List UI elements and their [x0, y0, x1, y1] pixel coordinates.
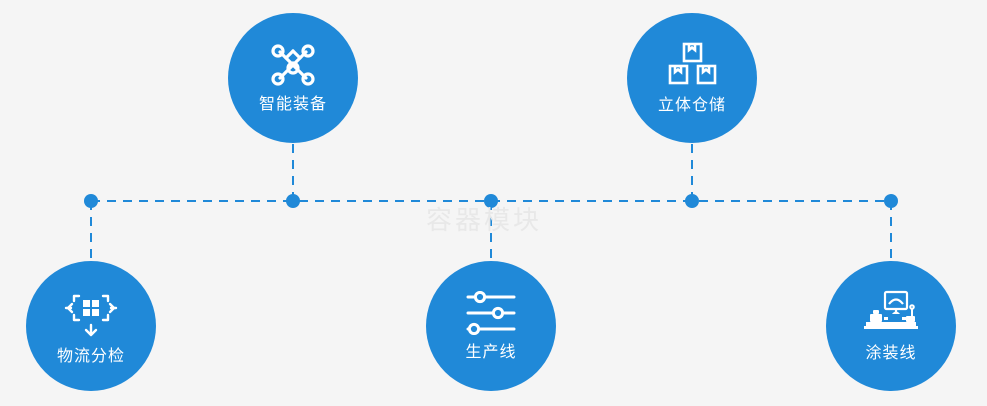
sliders-icon	[465, 290, 517, 336]
watermark-label: 容器模块	[426, 205, 543, 235]
junction-dot-stereoscopic-warehouse[interactable]	[685, 194, 699, 208]
node-stereoscopic-warehouse[interactable]: 立体仓储	[627, 13, 757, 143]
node-label-stereoscopic-warehouse: 立体仓储	[657, 97, 726, 114]
stacked-boxes-icon	[667, 42, 717, 88]
node-painting-line[interactable]: 涂装线	[826, 261, 956, 391]
node-label-production-line: 生产线	[465, 344, 517, 361]
junction-dot-logistics-sorting[interactable]	[84, 194, 98, 208]
node-production-line[interactable]: 生产线	[426, 261, 556, 391]
node-intelligent-equipment[interactable]: 智能装备	[228, 13, 358, 143]
node-label-logistics-sorting: 物流分检	[56, 348, 125, 365]
junction-dot-intelligent-equipment[interactable]	[286, 194, 300, 208]
network-nodes-icon	[270, 43, 316, 87]
junction-dot-painting-line[interactable]	[884, 194, 898, 208]
node-label-intelligent-equipment: 智能装备	[258, 96, 327, 113]
node-logistics-sorting[interactable]: 物流分检	[26, 261, 156, 391]
connector-dots	[84, 194, 898, 208]
node-label-painting-line: 涂装线	[865, 345, 917, 362]
sorting-arrows-icon	[64, 287, 118, 339]
factory-monitor-icon	[862, 290, 920, 336]
junction-dot-production-line[interactable]	[484, 194, 498, 208]
